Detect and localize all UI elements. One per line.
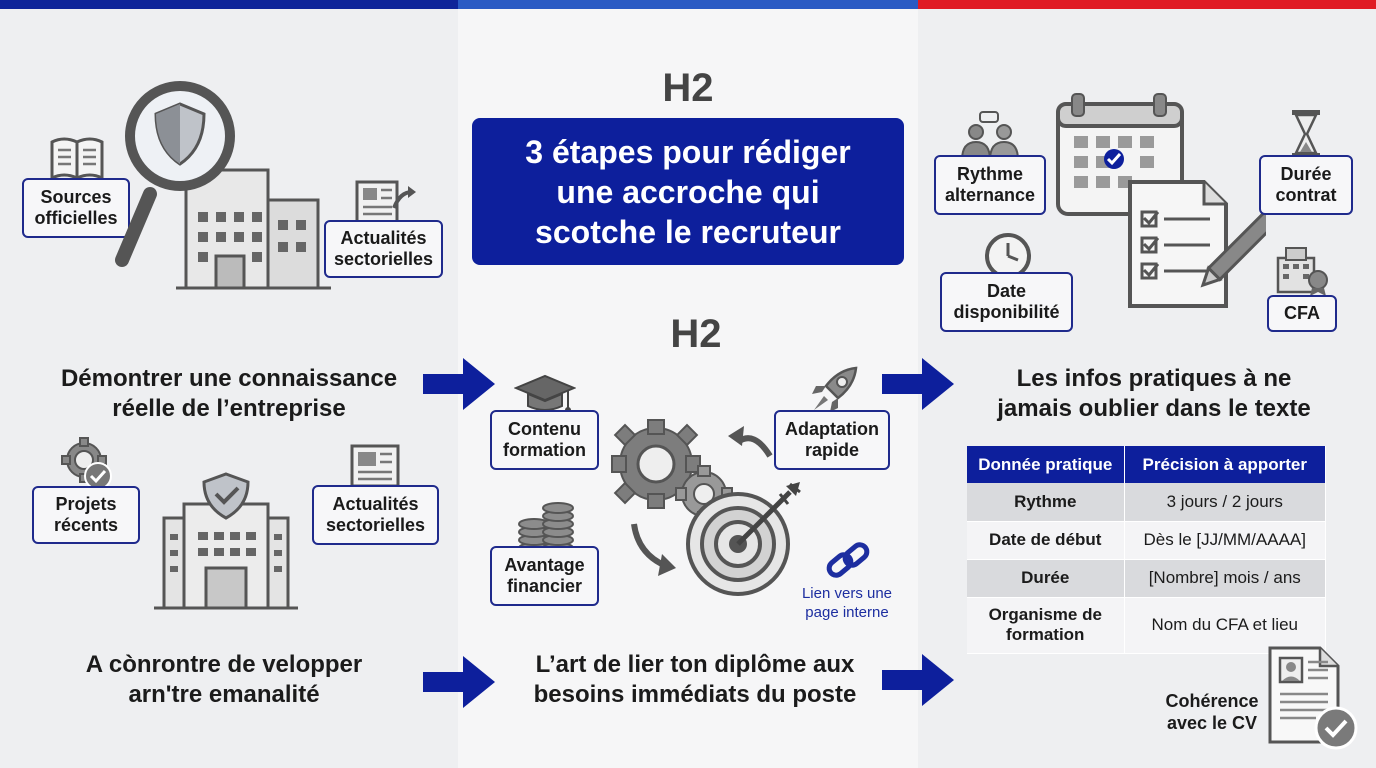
top-bar-right (918, 0, 1376, 9)
label-text: alternance (944, 185, 1036, 205)
arrow-right-icon (423, 358, 495, 410)
cv-check-icon (1268, 646, 1358, 750)
table-cell: Rythme (967, 483, 1125, 522)
label-text: Adaptation (785, 419, 879, 439)
heading-line: A cònrontre de velopper (85, 651, 363, 678)
heading-line: jamais oublier dans le texte (997, 395, 1311, 422)
magnifier-shield-icon (115, 81, 235, 267)
label-avantage-financier: Avantage financier (490, 546, 599, 606)
building-icon (176, 168, 331, 290)
heading-line: L’art de lier ton diplôme aux (535, 651, 855, 678)
chain-link-icon[interactable] (826, 540, 870, 582)
newspaper-icon (350, 444, 400, 488)
gears-target-icon (611, 419, 801, 596)
heading-lier-diplome: L’art de lier ton diplôme aux besoins im… (510, 650, 880, 710)
link-internal-page[interactable]: Lien vers une page interne (788, 584, 906, 622)
label-text: Actualités (332, 494, 419, 514)
table-cell: 3 jours / 2 jours (1124, 483, 1326, 522)
label-text: officielles (34, 208, 118, 228)
label-projets-recents: Projets récents (32, 486, 140, 544)
label-cfa: CFA (1267, 295, 1337, 332)
cv-label-line: avec le CV (1166, 713, 1258, 733)
infos-table: Donnée pratique Précision à apporter Ryt… (967, 446, 1326, 654)
arrow-right-icon (882, 358, 954, 410)
rocket-icon (812, 366, 858, 412)
table-cell: Durée (967, 559, 1125, 598)
label-text: récents (53, 515, 119, 535)
arrow-right-icon (423, 656, 495, 708)
heading-connaissance: Démontrer une connaissance réelle de l’e… (40, 364, 418, 424)
label-text: Durée (1280, 164, 1332, 184)
label-text: sectorielles (333, 249, 434, 269)
title-line: scotche le recruteur (535, 213, 841, 250)
heading-infos-pratiques: Les infos pratiques à ne jamais oublier … (966, 364, 1342, 424)
label-text: Rythme (956, 164, 1023, 184)
label-text: formation (503, 440, 586, 460)
table-cell: [Nombre] mois / ans (1124, 559, 1326, 598)
h2-tag-top: H2 (662, 66, 714, 110)
heading-line: besoins immédiats du poste (533, 681, 857, 708)
label-text: Projets (55, 494, 117, 514)
table-cell: Nom du CFA et lieu (1124, 597, 1326, 654)
label-actualites-sectorielles-top: Actualités sectorielles (324, 220, 443, 278)
checklist-pencil-icon (1128, 180, 1266, 308)
label-text: Date (986, 281, 1026, 301)
table-header: Précision à apporter (1124, 446, 1326, 483)
title-line: une accroche qui (556, 173, 820, 210)
heading-line: Démontrer une connaissance (60, 365, 398, 392)
label-duree-contrat: Durée contrat (1259, 155, 1353, 215)
cv-label-line: Cohérence (1165, 691, 1259, 711)
label-rythme-alternance: Rythme alternance (934, 155, 1046, 215)
label-text: Sources (40, 187, 112, 207)
label-contenu-formation: Contenu formation (490, 410, 599, 470)
table-cell: Dès le [JJ/MM/AAAA] (1124, 521, 1326, 560)
table-cell: Date de début (967, 521, 1125, 560)
label-text: disponibilité (953, 302, 1060, 322)
label-adaptation-rapide: Adaptation rapide (774, 410, 890, 470)
label-text: rapide (804, 440, 860, 460)
arrow-right-icon (882, 654, 954, 706)
label-text: CFA (1284, 303, 1320, 323)
book-icon (50, 137, 104, 181)
heading-bottom-left: A cònrontre de velopper arn'tre emanalit… (54, 650, 394, 710)
table-header-row: Donnée pratique Précision à apporter (967, 446, 1326, 483)
table-row: Organisme de formation Nom du CFA et lie… (967, 597, 1326, 654)
top-bar-middle (458, 0, 918, 9)
label-text: sectorielles (325, 515, 426, 535)
label-sources-officielles: Sources officielles (22, 178, 130, 238)
heading-line: arn'tre emanalité (128, 681, 320, 708)
table-header: Donnée pratique (967, 446, 1125, 483)
newspaper-arrow-icon (355, 180, 416, 224)
gear-check-icon (61, 437, 112, 490)
h2-tag-middle: H2 (670, 312, 722, 356)
title-line: 3 étapes pour rédiger (525, 133, 851, 170)
label-text: financier (506, 576, 583, 596)
clock-icon (985, 233, 1031, 279)
label-actualites-sectorielles-bottom: Actualités sectorielles (312, 485, 439, 545)
label-text: Contenu (508, 419, 581, 439)
heading-line: Les infos pratiques à ne (1016, 365, 1292, 392)
table-row: Durée [Nombre] mois / ans (967, 559, 1326, 598)
link-text: Lien vers une (801, 585, 893, 602)
link-text: page interne (805, 604, 889, 621)
top-bar-left (0, 0, 458, 9)
graduation-cap-icon (514, 374, 576, 413)
hourglass-icon (1292, 110, 1320, 158)
title-box: 3 étapes pour rédiger une accroche qui s… (472, 118, 904, 265)
table-row: Rythme 3 jours / 2 jours (967, 483, 1326, 522)
building-shield-icon (154, 472, 298, 610)
table-cell: Organisme de formation (967, 597, 1125, 654)
label-text: contrat (1275, 185, 1337, 205)
cv-coherence-label: Cohérence avec le CV (1152, 690, 1272, 734)
label-text: Actualités (340, 228, 427, 248)
school-icon (1276, 247, 1328, 296)
heading-line: réelle de l’entreprise (112, 395, 346, 422)
label-date-disponibilite: Date disponibilité (940, 272, 1073, 332)
table-row: Date de début Dès le [JJ/MM/AAAA] (967, 521, 1326, 560)
label-text: Avantage (504, 555, 585, 575)
